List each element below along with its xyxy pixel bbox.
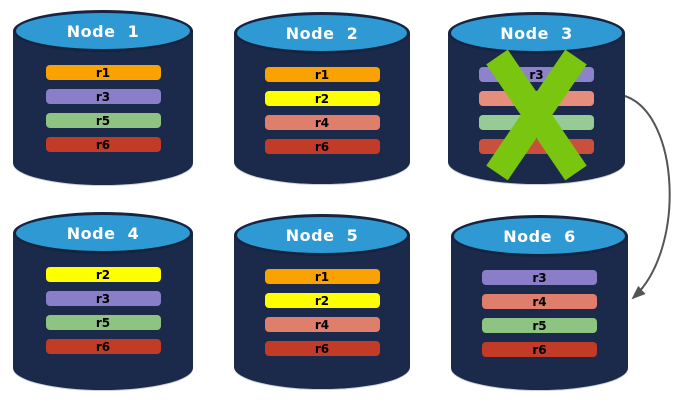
replica-bar: r3	[479, 67, 594, 82]
replica-label: r1	[314, 269, 330, 284]
replica-label: r3	[95, 89, 111, 104]
replica-bar	[479, 91, 594, 106]
replica-list: r2 r3 r5 r6	[13, 267, 193, 363]
replica-label: r6	[95, 339, 111, 354]
replica-label: r6	[314, 341, 330, 356]
replica-bar: r4	[482, 294, 597, 309]
replica-label: r6	[532, 342, 547, 357]
node-title: Node 6	[503, 226, 576, 246]
cylinder-top: Node 5	[234, 214, 410, 256]
replica-bar: r5	[482, 318, 597, 333]
replica-bar: r6	[264, 139, 380, 154]
node-5-cylinder: Node 5 r1 r2 r4 r6	[234, 214, 410, 389]
replica-bar: r5	[45, 315, 161, 330]
replica-label: r4	[314, 115, 330, 130]
replica-bar: r4	[264, 317, 380, 332]
node-4-cylinder: Node 4 r2 r3 r5 r6	[13, 212, 193, 390]
replica-list: r1 r2 r4 r6	[234, 67, 410, 163]
cylinder-body	[13, 233, 193, 390]
cylinder-top: Node 6	[451, 215, 628, 257]
replica-label: r1	[314, 67, 330, 82]
cylinder-top: Node 4	[13, 212, 193, 254]
replica-bar	[479, 139, 594, 154]
replica-bar: r1	[45, 65, 161, 80]
replica-bar	[479, 115, 594, 130]
failover-arrow	[624, 95, 671, 300]
replica-bar: r1	[264, 269, 380, 284]
cylinder-top: Node 1	[13, 10, 193, 52]
replica-list: r1 r2 r4 r6	[234, 269, 410, 365]
replica-bar: r3	[45, 89, 161, 104]
replica-bar: r3	[45, 291, 161, 306]
cylinder-body	[234, 235, 410, 389]
node-title: Node 2	[285, 23, 359, 43]
cylinder-body	[13, 31, 193, 185]
replica-bar: r2	[264, 293, 380, 308]
replica-label: r2	[314, 293, 330, 308]
replica-label: r2	[314, 91, 330, 106]
replica-label: r4	[532, 294, 547, 309]
cylinder-body	[451, 236, 628, 390]
replica-label: r3	[95, 291, 111, 306]
replica-list: r3	[448, 67, 625, 163]
replica-bar: r6	[482, 342, 597, 357]
node-title: Node 1	[66, 21, 140, 41]
cylinder-top: Node 3	[448, 12, 625, 54]
replica-list: r3 r4 r5 r6	[451, 270, 628, 366]
replica-bar: r3	[482, 270, 597, 285]
replica-bar: r5	[45, 113, 161, 128]
node-6-cylinder: Node 6 r3 r4 r5 r6	[451, 215, 628, 390]
replica-label: r5	[95, 315, 111, 330]
cylinder-top: Node 2	[234, 12, 410, 54]
replica-bar: r2	[264, 91, 380, 106]
replica-bar: r2	[45, 267, 161, 282]
replica-label: r5	[95, 113, 111, 128]
replica-list: r1 r3 r5 r6	[13, 65, 193, 161]
replica-label: r6	[314, 139, 330, 154]
replica-bar: r6	[45, 339, 161, 354]
replica-label: r3	[532, 270, 547, 285]
node-title: Node 5	[285, 225, 359, 245]
replica-bar: r1	[264, 67, 380, 82]
replica-bar: r4	[264, 115, 380, 130]
replica-bar: r6	[264, 341, 380, 356]
node-2-cylinder: Node 2 r1 r2 r4 r6	[234, 12, 410, 184]
node-3-cylinder: Node 3 r3	[448, 12, 625, 184]
replica-label: r2	[95, 267, 111, 282]
node-title: Node 4	[66, 223, 140, 243]
cylinder-body	[234, 33, 410, 184]
replica-label: r6	[95, 137, 111, 152]
replica-label: r3	[529, 67, 544, 82]
replica-label: r1	[95, 65, 111, 80]
node-title: Node 3	[500, 23, 573, 43]
replica-label: r4	[314, 317, 330, 332]
replica-label: r5	[532, 318, 547, 333]
replica-bar: r6	[45, 137, 161, 152]
node-1-cylinder: Node 1 r1 r3 r5 r6	[13, 10, 193, 185]
